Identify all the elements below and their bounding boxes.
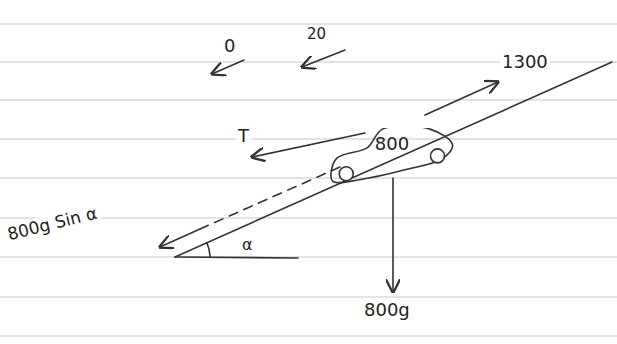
force-label: T xyxy=(236,126,251,146)
dashed-line xyxy=(200,167,340,229)
velocity-arrow xyxy=(212,60,244,74)
component-arrow xyxy=(160,229,200,247)
velocity-label: 0 xyxy=(222,36,237,56)
driving-force-arrow xyxy=(425,82,498,115)
velocity-label: 20 xyxy=(305,26,328,43)
car-body: 800 xyxy=(330,128,455,184)
mass-label: 800 xyxy=(375,134,409,154)
car-outline xyxy=(330,128,452,183)
ground-line xyxy=(175,257,298,258)
paper-rules xyxy=(0,24,617,336)
wheel xyxy=(339,167,353,181)
force-label: 1300 xyxy=(500,52,550,72)
angle-arc xyxy=(207,243,210,257)
force-label: 800g Sin α xyxy=(4,203,101,244)
wheel xyxy=(430,149,444,163)
angle-label: α xyxy=(240,236,255,254)
weight-arrow xyxy=(392,178,394,292)
velocity-arrow xyxy=(302,50,345,67)
force-label: 800g xyxy=(362,300,412,320)
